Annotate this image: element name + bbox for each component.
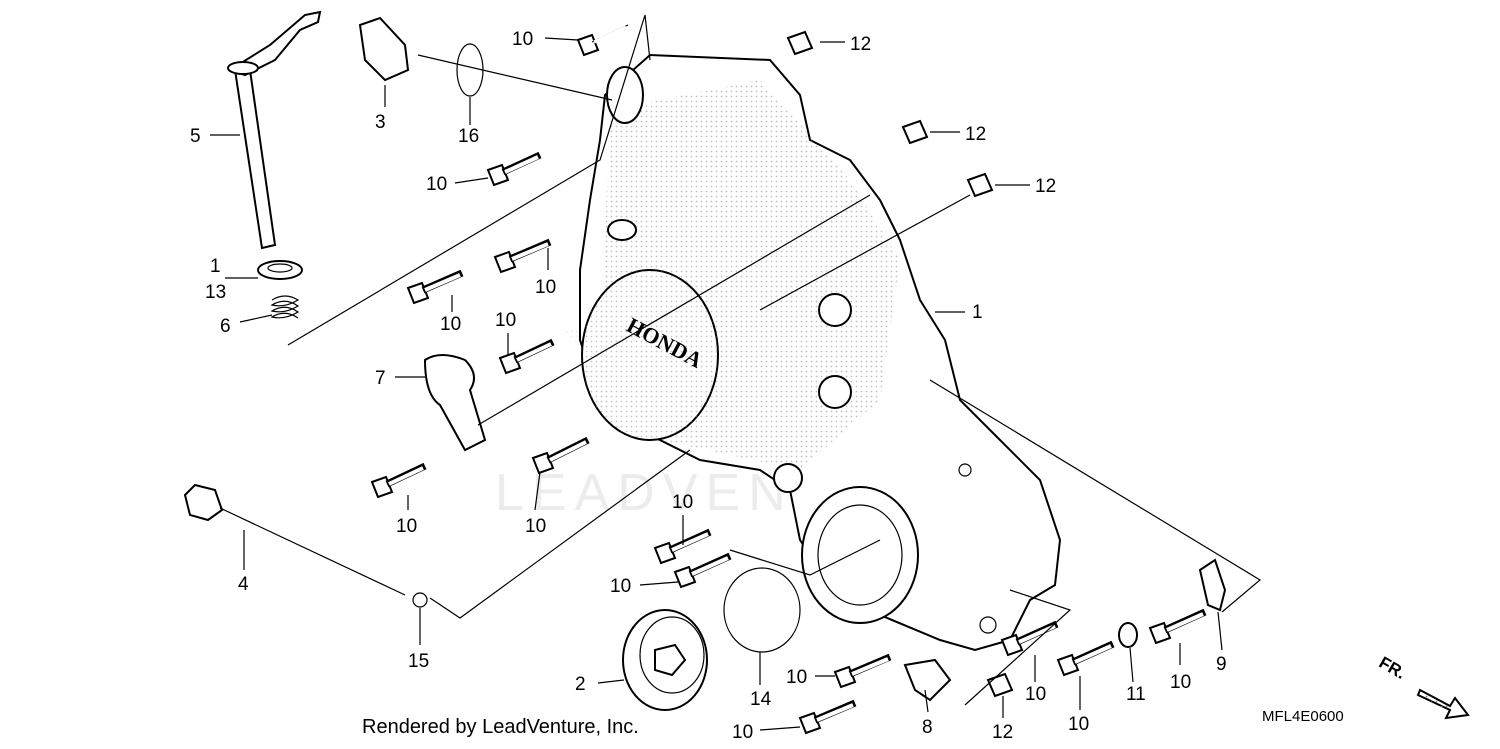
- callout-10: 10: [610, 576, 631, 597]
- crankcase-cover: HONDA: [579, 53, 1062, 652]
- callout-5: 5: [190, 126, 201, 147]
- callout-numbers: 10 12 3 16 5 10 12 12 1 13 6 10 10 10 1 …: [190, 29, 1227, 743]
- callout-15: 15: [408, 651, 429, 672]
- bolt: [1056, 640, 1115, 677]
- dipstick-part-4: [183, 483, 428, 608]
- callout-10: 10: [672, 492, 693, 513]
- clip-part-8: [903, 658, 952, 702]
- callout-10: 10: [1170, 672, 1191, 693]
- callout-4: 4: [238, 574, 249, 595]
- callout-10: 10: [732, 722, 753, 743]
- bolt: [406, 269, 464, 305]
- spring-part-6: [270, 295, 300, 319]
- callout-16: 16: [458, 126, 479, 147]
- callout-6: 6: [220, 316, 231, 337]
- callout-9: 9: [1216, 654, 1227, 675]
- callout-10: 10: [396, 516, 417, 537]
- bolt: [673, 552, 732, 589]
- callout-10: 10: [1068, 714, 1089, 735]
- callout-10: 10: [495, 310, 516, 331]
- front-direction-indicator: FR.: [1376, 653, 1470, 720]
- diagram-code: MFL4E0600: [1262, 708, 1344, 725]
- clamp-part-7: [423, 354, 487, 452]
- callout-10: 10: [786, 667, 807, 688]
- callout-7: 7: [375, 368, 386, 389]
- shaft-part-5: [227, 10, 322, 250]
- callout-10: 10: [535, 277, 556, 298]
- washer-part-11: [1118, 622, 1138, 648]
- callout-10: 10: [525, 516, 546, 537]
- bolt: [531, 436, 590, 475]
- bolt: [498, 338, 555, 375]
- bolt: [653, 528, 712, 565]
- bolt: [486, 151, 542, 187]
- callout-3: 3: [375, 112, 386, 133]
- bracket-part-9: [1198, 558, 1227, 612]
- bolt: [576, 24, 629, 57]
- bolt: [370, 462, 427, 499]
- callout-8: 8: [922, 717, 933, 738]
- bolt: [833, 653, 892, 689]
- callout-1: 1: [210, 256, 221, 277]
- callout-12: 12: [1035, 176, 1056, 197]
- callout-14: 14: [750, 689, 772, 710]
- callout-11: 11: [1126, 684, 1146, 705]
- fr-label: FR.: [1376, 653, 1409, 683]
- dowel-pins: [786, 30, 1014, 698]
- callout-12: 12: [965, 124, 986, 145]
- pulley-cap-part-2: [622, 609, 708, 711]
- callout-12: 12: [850, 34, 871, 55]
- o-ring-part-16: [456, 43, 484, 97]
- o-ring-part-14: [723, 567, 801, 653]
- callout-10: 10: [440, 314, 461, 335]
- callout-2: 2: [575, 674, 586, 695]
- callout-1: 1: [972, 302, 983, 323]
- callout-10: 10: [426, 174, 447, 195]
- callout-13: 13: [205, 282, 226, 303]
- bolt: [493, 238, 552, 274]
- callout-12: 12: [992, 722, 1013, 743]
- bolts: [370, 24, 1207, 735]
- filler-cap-part-3: [358, 16, 410, 82]
- callout-10: 10: [512, 29, 533, 50]
- render-credit: Rendered by LeadVenture, Inc.: [362, 716, 639, 738]
- callout-10: 10: [1025, 684, 1046, 705]
- bolt: [1148, 608, 1207, 645]
- leader-lines: [210, 14, 1262, 731]
- bolt: [798, 699, 857, 735]
- oil-seal-part-13: [257, 260, 303, 280]
